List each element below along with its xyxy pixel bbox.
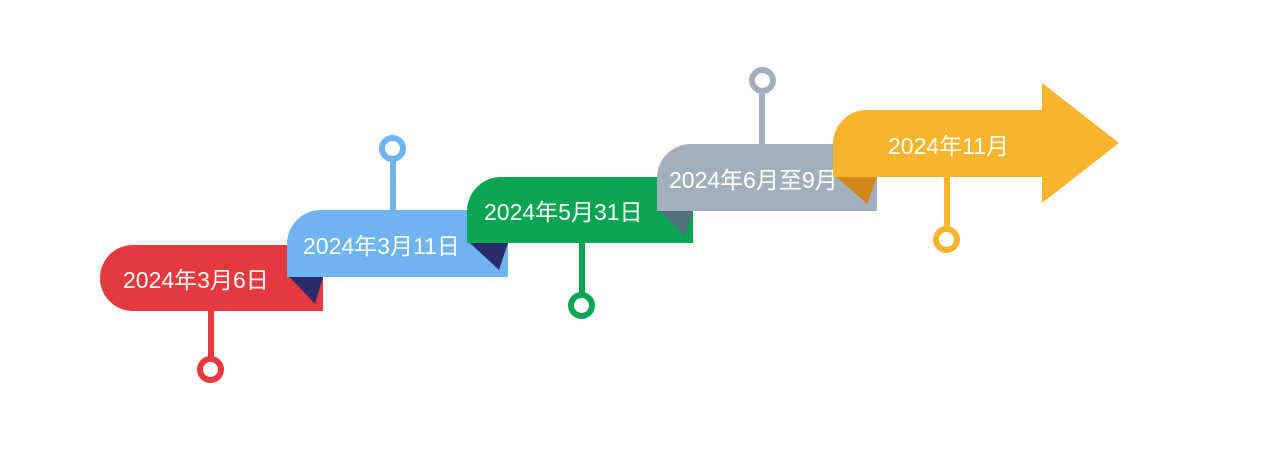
milestone-5-arrow-head-icon bbox=[1042, 83, 1119, 203]
milestone-5-connector-stem bbox=[944, 177, 950, 228]
milestone-3-connector-stem bbox=[579, 243, 585, 294]
milestone-4-connector-ring bbox=[749, 67, 776, 94]
milestone-3-banner: 2024年5月31日 bbox=[467, 177, 693, 243]
milestone-3-connector-ring bbox=[568, 292, 595, 319]
milestone-1-connector-stem bbox=[208, 311, 214, 358]
milestone-5-label: 2024年11月 bbox=[888, 132, 1010, 159]
milestone-4-label: 2024年6月至9月 bbox=[669, 166, 838, 193]
milestone-2-connector-stem bbox=[390, 161, 396, 210]
milestone-2-connector-ring bbox=[379, 135, 406, 162]
milestone-3-label: 2024年5月31日 bbox=[484, 199, 643, 225]
milestone-4-connector-stem bbox=[759, 94, 765, 144]
milestone-5-connector-ring bbox=[933, 226, 960, 253]
milestone-1-banner: 2024年3月6日 bbox=[100, 245, 323, 311]
milestone-1-label: 2024年3月6日 bbox=[123, 267, 269, 293]
milestone-5-banner: 2024年11月 bbox=[833, 110, 1043, 177]
milestone-2-label: 2024年3月11日 bbox=[303, 232, 460, 259]
milestone-1-connector-ring bbox=[197, 356, 224, 383]
